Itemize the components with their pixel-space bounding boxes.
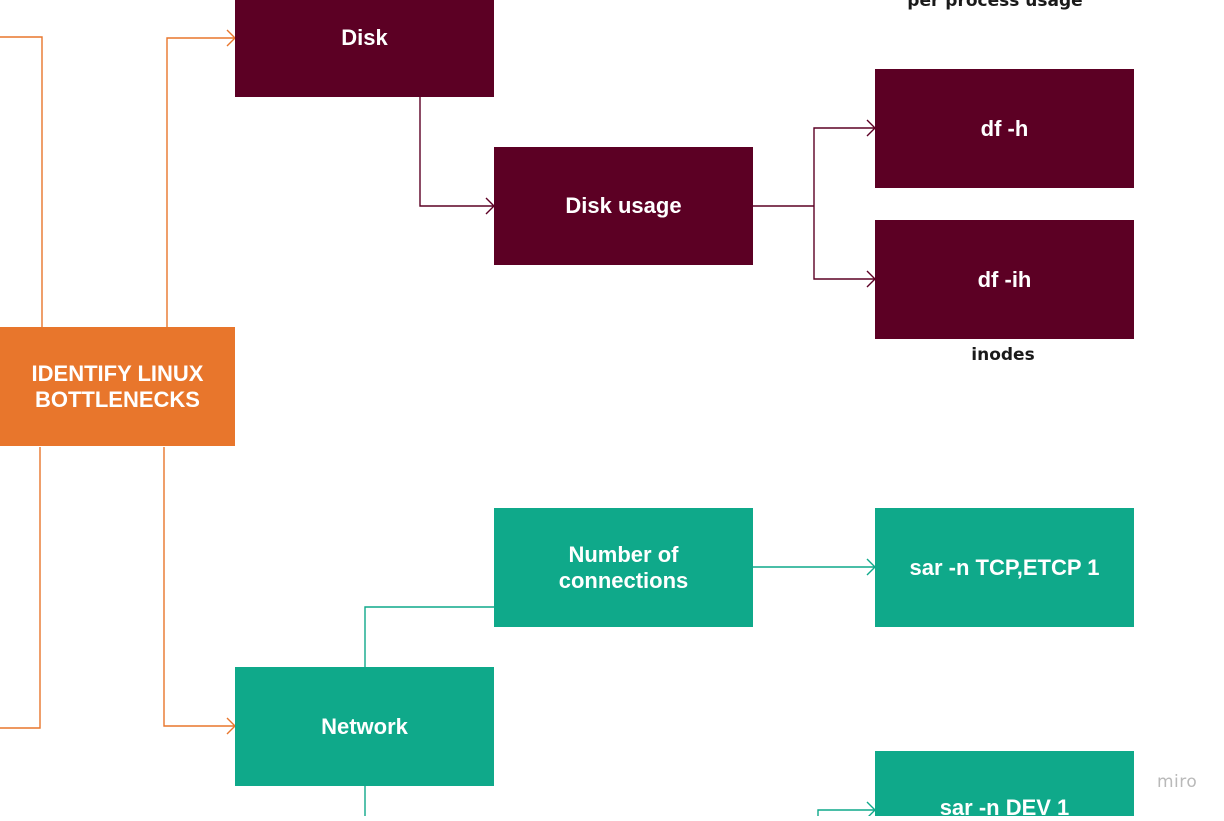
miro-watermark: miro — [1157, 772, 1198, 792]
caption-per-process-usage: per process usage — [907, 0, 1083, 11]
connector-root-to-network — [163, 447, 235, 727]
node-disk-usage[interactable]: Disk usage — [494, 147, 753, 265]
connector-usage-to-dfih — [813, 206, 875, 280]
node-disk[interactable]: Disk — [235, 0, 494, 97]
connector-root-lower-left — [0, 447, 41, 729]
connector-network-to-connections — [364, 606, 494, 667]
node-df-h[interactable]: df -h — [875, 69, 1134, 188]
node-network[interactable]: Network — [235, 667, 494, 786]
connector-to-sar-dev — [817, 809, 875, 816]
arrowhead-sar-dev — [866, 801, 876, 816]
node-df-ih[interactable]: df -ih — [875, 220, 1134, 339]
connector-disk-to-usage — [419, 97, 494, 207]
node-sar-dev-label: sar -n DEV 1 — [939, 795, 1070, 820]
node-number-of-connections[interactable]: Number of connections — [494, 508, 753, 627]
connector-usage-to-dfh — [813, 127, 875, 206]
connector-root-upper-left — [0, 36, 43, 327]
connector-root-to-disk — [166, 37, 235, 327]
node-identify-linux-bottlenecks[interactable]: IDENTIFY LINUX BOTTLENECKS — [0, 327, 235, 446]
caption-inodes: inodes — [971, 345, 1035, 365]
node-sar-dev[interactable]: sar -n DEV 1 — [875, 751, 1134, 820]
node-sar-tcp[interactable]: sar -n TCP,ETCP 1 — [875, 508, 1134, 627]
